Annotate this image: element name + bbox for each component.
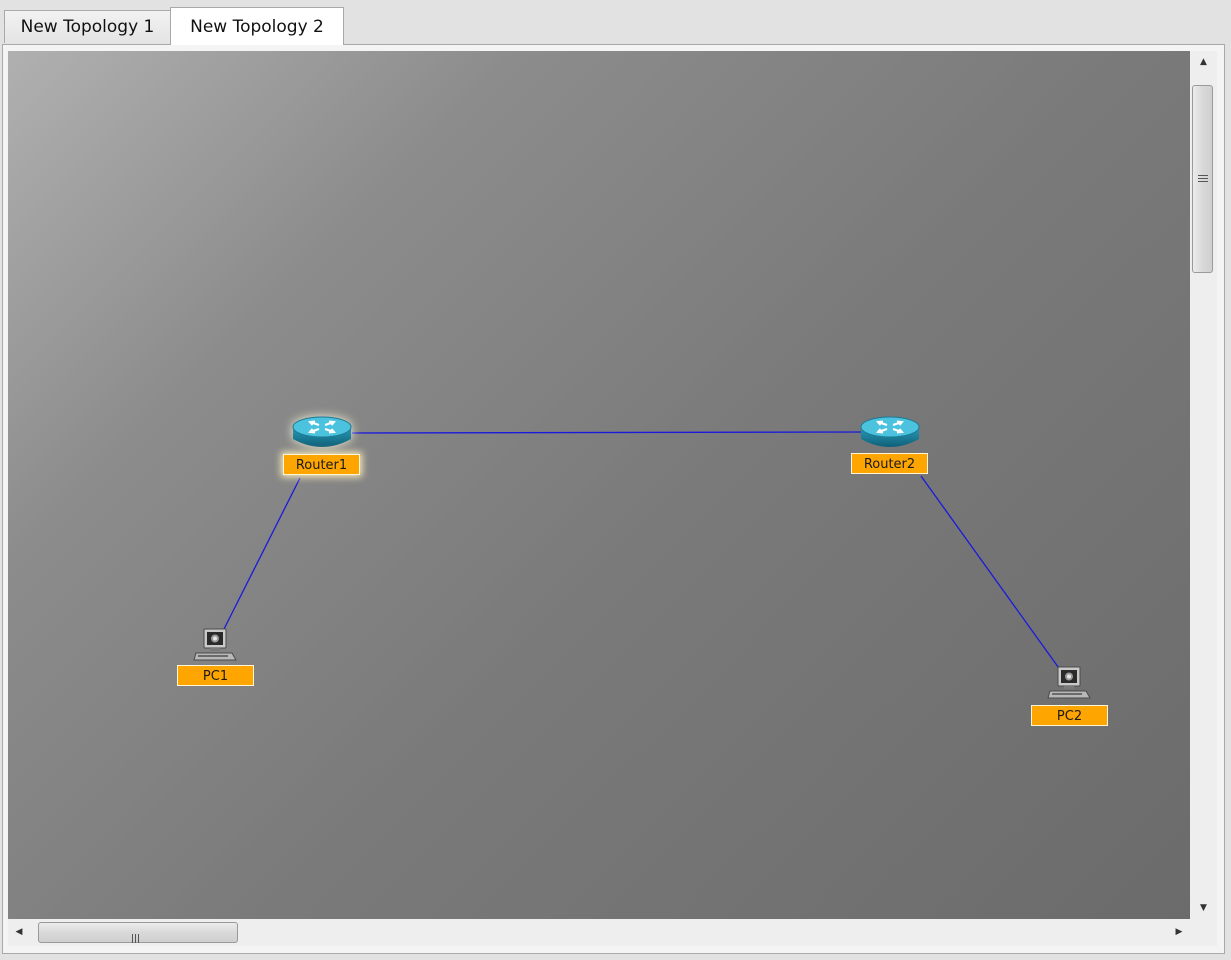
pc-icon: [193, 628, 237, 661]
topology-canvas[interactable]: Router1 Router2: [8, 51, 1190, 919]
scroll-up-arrow-icon[interactable]: ▲: [1200, 57, 1207, 67]
horizontal-scrollbar[interactable]: ◀ ▶: [8, 919, 1190, 946]
link-router1-router2[interactable]: [351, 431, 865, 434]
tab-new-topology-2[interactable]: New Topology 2: [170, 7, 344, 45]
router-icon: [292, 416, 352, 447]
scrollbar-corner: [1190, 919, 1217, 946]
link-router2-pc2[interactable]: [920, 475, 1062, 672]
device-label: PC2: [1031, 705, 1108, 726]
links-layer: [222, 431, 1062, 672]
device-label: Router1: [283, 454, 360, 475]
router-icon: [860, 416, 920, 447]
tab-new-topology-1[interactable]: New Topology 1: [4, 10, 171, 43]
vertical-scrollbar[interactable]: ▲ ▼: [1190, 51, 1217, 919]
scroll-down-arrow-icon[interactable]: ▼: [1200, 903, 1207, 913]
tab-strip: New Topology 1 New Topology 2: [0, 0, 1231, 45]
device-label: Router2: [851, 453, 928, 474]
grip-icon: [1198, 174, 1208, 183]
link-router1-pc1[interactable]: [222, 477, 301, 632]
vertical-scroll-thumb[interactable]: [1192, 85, 1213, 273]
scroll-right-arrow-icon[interactable]: ▶: [1175, 927, 1183, 937]
scroll-left-arrow-icon[interactable]: ◀: [15, 927, 23, 937]
horizontal-scroll-thumb[interactable]: [38, 922, 238, 943]
pc-icon: [1047, 666, 1091, 699]
grip-icon: [132, 928, 142, 943]
device-label: PC1: [177, 665, 254, 686]
